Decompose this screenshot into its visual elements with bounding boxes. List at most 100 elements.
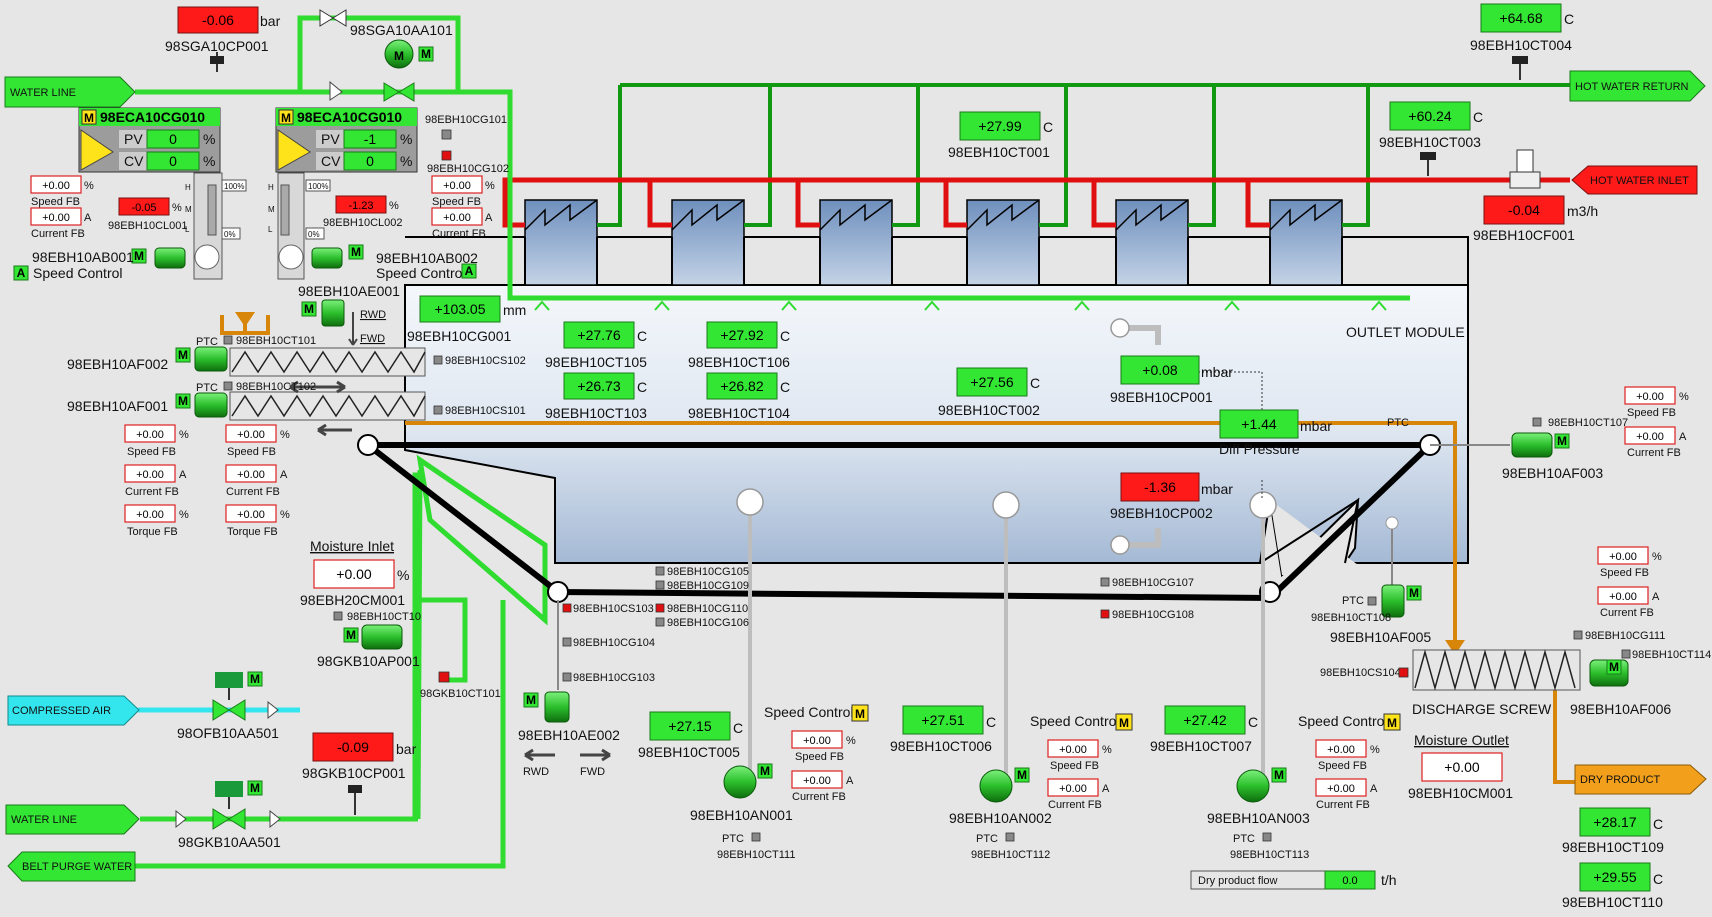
svg-text:Current FB: Current FB (1048, 799, 1102, 811)
svg-text:+0.00: +0.00 (237, 469, 265, 481)
svg-text:Speed FB: Speed FB (31, 196, 80, 208)
svg-text:%: % (1652, 551, 1662, 563)
svg-text:+0.00: +0.00 (443, 180, 471, 192)
svg-text:98EBH10AF003: 98EBH10AF003 (1502, 465, 1603, 481)
svg-text:RWD: RWD (523, 766, 549, 778)
an002-fan[interactable]: +27.51 C 98EBH10CT006 Speed Control M +0… (890, 705, 1133, 861)
svg-text:98EBH10CT005: 98EBH10CT005 (638, 744, 740, 760)
svg-text:COMPRESSED AIR: COMPRESSED AIR (12, 705, 111, 717)
ct109-reading: +28.17 C 98EBH10CT109 (1562, 807, 1664, 855)
svg-text:98EBH10AF005: 98EBH10AF005 (1330, 629, 1431, 645)
dryer-housing (404, 284, 1469, 578)
svg-text:%: % (485, 180, 495, 192)
svg-text:M: M (855, 707, 865, 721)
hot-water-inlet-label: HOT WATER INLET (1571, 165, 1698, 195)
svg-text:M: M (250, 672, 260, 686)
svg-text:-1.23: -1.23 (348, 200, 373, 212)
svg-text:98SGA10AA101: 98SGA10AA101 (350, 22, 453, 38)
svg-text:WATER LINE: WATER LINE (10, 87, 76, 99)
an003-fan[interactable]: +27.42 C 98EBH10CT007 Speed Control M +0… (1150, 705, 1401, 861)
svg-text:+0.00: +0.00 (803, 735, 831, 747)
svg-text:0%: 0% (308, 230, 320, 239)
svg-text:98EBH10CS104: 98EBH10CS104 (1320, 667, 1401, 679)
level-controller-1[interactable]: M 98ECA10CG010 PV 0 % CV 0 % (78, 107, 221, 173)
svg-text:+27.76: +27.76 (577, 327, 620, 343)
svg-text:M: M (1609, 660, 1619, 674)
svg-text:98EBH10CG110: 98EBH10CG110 (667, 603, 748, 615)
af003-drive[interactable]: PTC 98EBH10CT107 M 98EBH10AF003 +0.00 % … (1387, 386, 1689, 481)
gkb-ap001-pump[interactable]: 98EBH10CT10 M 98GKB10AP001 98GKB10CT101 (317, 611, 501, 700)
sga-aa101-valve[interactable]: 98SGA10AA101 M M (319, 9, 453, 102)
cl002-reading: -1.23 % 98EBH10CL002 (323, 195, 403, 229)
ab001-pump[interactable]: M 98EBH10AB001 A Speed Control (13, 247, 186, 281)
svg-text:C: C (1653, 816, 1663, 832)
svg-text:+28.17: +28.17 (1593, 814, 1636, 830)
svg-text:M: M (351, 245, 361, 259)
af005-drive[interactable]: M PTC 98EBH10CT108 98EBH10AF005 (1311, 516, 1431, 645)
svg-text:PTC: PTC (196, 382, 218, 394)
svg-text:%: % (280, 509, 290, 521)
svg-text:98EBH10CT001: 98EBH10CT001 (948, 144, 1050, 160)
svg-text:PTC: PTC (1342, 595, 1364, 607)
svg-text:mbar: mbar (1201, 481, 1233, 497)
svg-text:+60.24: +60.24 (1408, 108, 1451, 124)
svg-text:+0.00: +0.00 (803, 775, 831, 787)
svg-text:98EBH10CP001: 98EBH10CP001 (1110, 389, 1213, 405)
svg-text:98EBH10AB002: 98EBH10AB002 (376, 250, 478, 266)
cl001-reading: -0.05 % 98EBH10CL001 (108, 197, 188, 232)
svg-text:+0.00: +0.00 (1059, 783, 1087, 795)
svg-text:Current FB: Current FB (792, 791, 846, 803)
ab001-speed-fb: +0.00 % Speed FB (30, 175, 94, 208)
svg-text:98EBH10AE001: 98EBH10AE001 (298, 283, 400, 299)
svg-text:Speed Control: Speed Control (764, 704, 854, 720)
svg-text:%: % (1679, 391, 1689, 403)
af006-drive[interactable]: 98EBH10CG111 98EBH10CT114 M 98EBH10AF006… (1320, 630, 1711, 717)
svg-text:%: % (172, 202, 182, 214)
svg-text:PTC: PTC (976, 833, 998, 845)
svg-text:Torque FB: Torque FB (127, 526, 178, 538)
svg-text:98EBH10CS103: 98EBH10CS103 (573, 603, 654, 615)
moisture-inlet: Moisture Inlet +0.00 % 98EBH20CM001 (300, 538, 409, 608)
svg-text:98EBH10CG105: 98EBH10CG105 (667, 566, 749, 578)
ct001-reading: +27.99 C 98EBH10CT001 (948, 111, 1053, 160)
svg-text:A: A (179, 469, 187, 481)
water-line-bottom-label: WATER LINE (5, 804, 140, 835)
svg-text:C: C (986, 714, 996, 730)
svg-text:98EBH10CT10: 98EBH10CT10 (347, 611, 421, 623)
svg-text:C: C (637, 379, 647, 395)
svg-text:L: L (268, 225, 273, 234)
svg-text:98EBH10CT104: 98EBH10CT104 (688, 405, 790, 421)
svg-text:+0.00: +0.00 (42, 180, 70, 192)
svg-text:+0.00: +0.00 (1444, 759, 1480, 775)
ab002-pump[interactable]: M 98EBH10AB002 Speed Control A (311, 244, 478, 281)
product-flow-lines (220, 312, 1575, 784)
svg-text:Current FB: Current FB (432, 228, 486, 240)
svg-text:-0.09: -0.09 (337, 739, 369, 755)
svg-text:PTC: PTC (1387, 417, 1409, 429)
level-controller-2[interactable]: M 98ECA10CG010 PV -1 % CV 0 % (275, 107, 418, 173)
svg-text:-1.36: -1.36 (1144, 479, 1176, 495)
svg-text:A: A (485, 212, 493, 224)
ae002-drive[interactable]: 98EBH10CS103 98EBH10CG104 98EBH10CG103 M… (518, 600, 655, 778)
svg-text:A: A (84, 212, 92, 224)
svg-text:0.0: 0.0 (1342, 875, 1357, 887)
svg-text:+0.00: +0.00 (237, 509, 265, 521)
gkb-aa501-valve[interactable]: M 98GKB10AA501 (175, 780, 281, 850)
an001-fan[interactable]: +27.15 C 98EBH10CT005 Speed Control M +0… (638, 704, 869, 861)
svg-text:98EBH10CG109: 98EBH10CG109 (667, 580, 749, 592)
af002-screw-drive[interactable]: 98EBH10AF002 M PTC 98EBH10CT101 98EBH10C… (67, 335, 526, 372)
svg-text:+1.44: +1.44 (1241, 416, 1277, 432)
svg-text:98EBH10CT111: 98EBH10CT111 (717, 849, 795, 861)
ae001-drive[interactable]: 98EBH10AE001 M RWD FWD (298, 283, 400, 345)
svg-text:HOT WATER RETURN: HOT WATER RETURN (1575, 81, 1689, 93)
svg-text:C: C (1564, 11, 1574, 27)
svg-text:Moisture Outlet: Moisture Outlet (1414, 732, 1509, 748)
af001-screw-drive[interactable]: 98EBH10AF001 M PTC 98EBH10CT102 98EBH10C… (67, 381, 526, 418)
svg-text:98EBH10CT007: 98EBH10CT007 (1150, 738, 1252, 754)
svg-text:%: % (179, 429, 189, 441)
cp002-reading: -1.36 mbar 98EBH10CP002 (1110, 472, 1233, 521)
ofb-aa501-valve[interactable]: M 98OFB10AA501 (177, 671, 279, 741)
svg-text:Current FB: Current FB (31, 228, 85, 240)
svg-text:+27.56: +27.56 (970, 374, 1013, 390)
svg-text:M: M (1557, 434, 1567, 448)
